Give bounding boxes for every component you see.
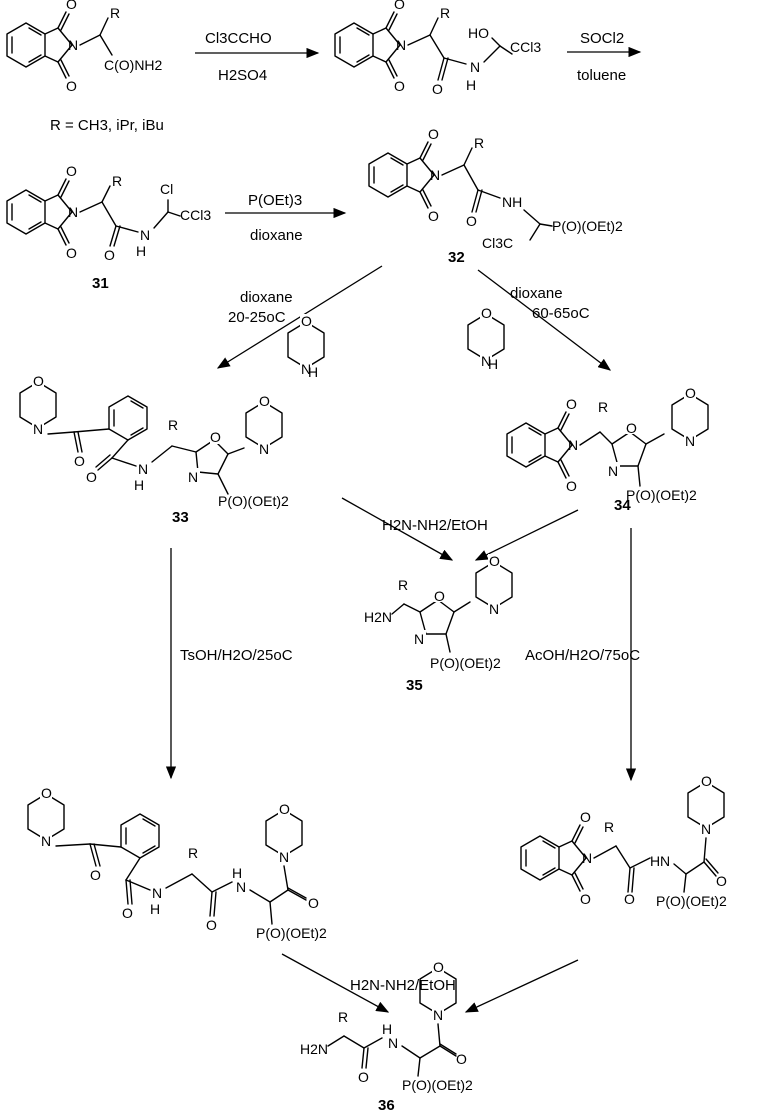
reagent-r5a: dioxane (510, 285, 563, 302)
svg-text:O: O (716, 873, 727, 889)
group-p-35: P(O)(OEt)2 (430, 655, 501, 671)
svg-text:O: O (456, 1051, 467, 1067)
reagent-r2a: SOCl2 (580, 30, 624, 47)
group-cl3c: Cl3C (482, 235, 513, 251)
group-p-32: P(O)(OEt)2 (552, 218, 623, 234)
open-chain-right: R O H N O P(O)(OEt)2 (520, 772, 727, 909)
svg-text:H: H (466, 77, 476, 93)
svg-text:N: N (470, 59, 480, 75)
svg-text:O: O (122, 905, 133, 921)
reagent-r1a: Cl3CCHO (205, 30, 272, 47)
group-h2n-36: H2N (300, 1041, 328, 1057)
group-p-right: P(O)(OEt)2 (656, 893, 727, 909)
label-31: 31 (92, 275, 109, 292)
group-ccl3-2: CCl3 (180, 207, 211, 223)
svg-text:R: R (604, 819, 614, 835)
svg-text:H: H (308, 364, 318, 380)
compound-32-structure: R O NH P(O)(OEt)2 Cl3C (368, 125, 623, 251)
reagent-r4a: dioxane (240, 289, 293, 306)
svg-text:N: N (138, 461, 148, 477)
svg-text:R: R (398, 577, 408, 593)
svg-text:O: O (90, 867, 101, 883)
svg-text:O: O (206, 917, 217, 933)
group-ccl3-1: CCl3 (510, 39, 541, 55)
group-p-36: P(O)(OEt)2 (402, 1077, 473, 1093)
morpholine-reagent-right (467, 304, 505, 370)
svg-text:R: R (338, 1009, 348, 1025)
svg-text:H: H (134, 477, 144, 493)
reagent-r8: AcOH/H2O/75oC (525, 647, 640, 664)
svg-text:H: H (382, 1021, 392, 1037)
svg-text:Cl: Cl (160, 181, 173, 197)
svg-text:N: N (188, 469, 198, 485)
svg-text:H: H (488, 356, 498, 372)
open-chain-left: O O N H R O H N O P(O)(OEt)2 (27, 784, 327, 941)
compound-31-structure: R O N H Cl CCl3 (6, 162, 211, 263)
svg-text:O: O (466, 213, 477, 229)
label-33: 33 (172, 509, 189, 526)
reagent-r1b: H2SO4 (218, 67, 267, 84)
reagent-r9: H2N-NH2/EtOH (350, 977, 456, 994)
svg-text:R: R (112, 173, 122, 189)
svg-text:H: H (650, 853, 660, 869)
r-group-note: R = CH3, iPr, iBu (50, 117, 164, 134)
svg-text:R: R (474, 135, 484, 151)
morpholine-reagent-left (287, 312, 325, 378)
svg-text:O: O (432, 81, 443, 97)
reagent-r6: H2N-NH2/EtOH (382, 517, 488, 534)
reagent-r7: TsOH/H2O/25oC (180, 647, 293, 664)
svg-text:H: H (150, 901, 160, 917)
reagent-r5b: 60-65oC (532, 305, 590, 322)
label-35: 35 (406, 677, 423, 694)
svg-text:R: R (440, 5, 450, 21)
svg-text:N: N (414, 631, 424, 647)
svg-text:O: O (626, 420, 637, 436)
svg-text:R: R (168, 417, 178, 433)
group-h2n-35: H2N (364, 609, 392, 625)
svg-text:NH: NH (502, 194, 522, 210)
svg-text:N: N (388, 1035, 398, 1051)
reagent-r2b: toluene (577, 67, 626, 84)
start-amide: R C(O)NH2 (6, 0, 163, 95)
svg-text:H: H (136, 243, 146, 259)
label-32: 32 (448, 249, 465, 266)
svg-text:R: R (110, 5, 120, 21)
svg-text:O: O (104, 247, 115, 263)
svg-text:O: O (86, 469, 97, 485)
svg-text:O: O (624, 891, 635, 907)
compound-36-structure: H2N R O H N O P(O)(OEt)2 (300, 958, 473, 1093)
svg-text:HO: HO (468, 25, 489, 41)
hemiaminal-intermediate: R O H N HO CCl3 (334, 0, 541, 97)
svg-text:N: N (608, 463, 618, 479)
reagent-r3a: P(OEt)3 (248, 192, 302, 209)
svg-text:R: R (188, 845, 198, 861)
svg-text:N: N (660, 853, 670, 869)
svg-text:N: N (236, 879, 246, 895)
svg-text:O: O (308, 895, 319, 911)
compound-33-structure: O O N H R O N P(O)(OEt)2 (19, 372, 289, 509)
svg-text:O: O (358, 1069, 369, 1085)
label-34: 34 (614, 497, 631, 514)
svg-text:N: N (152, 885, 162, 901)
svg-text:H: H (232, 865, 242, 881)
svg-text:O: O (434, 588, 445, 604)
group-c-o-nh2: C(O)NH2 (104, 57, 163, 73)
svg-text:O: O (74, 453, 85, 469)
reagent-r3b: dioxane (250, 227, 303, 244)
svg-text:R: R (598, 399, 608, 415)
compound-35-structure: H2N R O N P(O)(OEt)2 (364, 552, 513, 671)
group-p-left: P(O)(OEt)2 (256, 925, 327, 941)
svg-text:N: N (140, 227, 150, 243)
compound-34-structure: R O N P(O)(OEt)2 (506, 384, 709, 503)
group-p-34: P(O)(OEt)2 (626, 487, 697, 503)
svg-text:O: O (210, 429, 221, 445)
group-p-33: P(O)(OEt)2 (218, 493, 289, 509)
reagent-r4b: 20-25oC (228, 309, 286, 326)
label-36: 36 (378, 1097, 395, 1114)
